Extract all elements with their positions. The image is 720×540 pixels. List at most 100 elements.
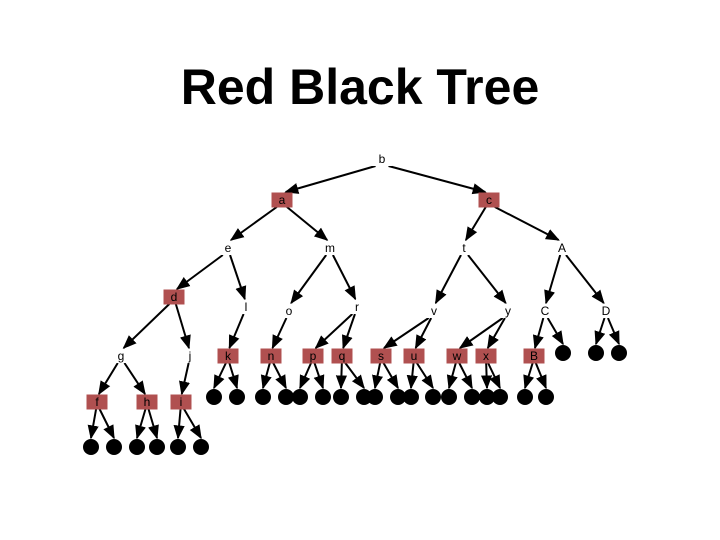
tree-edge-C-B xyxy=(532,317,545,350)
nil-leaf xyxy=(464,389,480,405)
node-label: o xyxy=(286,304,293,318)
tree-node-e: e xyxy=(218,241,238,255)
red-node-box xyxy=(170,394,192,410)
tree-edge-v-u xyxy=(414,317,433,350)
node-label: s xyxy=(378,349,384,363)
tree-node-q: q xyxy=(331,348,353,364)
nil-leaf xyxy=(588,345,604,361)
red-node-box xyxy=(331,348,353,364)
nil-edge-w-1 xyxy=(458,362,473,390)
nil-edge-s-0 xyxy=(372,362,384,390)
nil-leaf xyxy=(278,389,294,405)
nil-leaf xyxy=(441,389,457,405)
black-node-box xyxy=(596,304,616,318)
tree-edge-v-s xyxy=(382,317,430,349)
tree-node-a: a xyxy=(271,192,293,208)
tree-node-j: j xyxy=(180,349,200,363)
black-node-box xyxy=(372,152,392,166)
nil-edge-s-1 xyxy=(382,362,399,390)
nil-edge-q-1 xyxy=(344,362,365,390)
nil-edge-n-1 xyxy=(272,362,287,390)
tree-node-k: k xyxy=(217,348,239,364)
red-node-box xyxy=(260,348,282,364)
tree-edge-j-i xyxy=(179,362,190,396)
tree-edge-r-p xyxy=(314,313,354,349)
nil-leaf xyxy=(555,345,571,361)
tree-edge-b-c xyxy=(388,165,487,195)
nil-leaf xyxy=(255,389,271,405)
node-label: g xyxy=(118,349,125,363)
tree-edge-l-k xyxy=(228,313,245,350)
node-label: h xyxy=(144,395,151,409)
black-node-box xyxy=(111,349,131,363)
tree-node-b: b xyxy=(372,152,392,166)
tree-edge-m-r xyxy=(332,254,357,301)
tree-node-g: g xyxy=(111,349,131,363)
nil-leaf xyxy=(492,389,508,405)
tree-node-m: m xyxy=(320,241,340,255)
nil-leaf xyxy=(292,389,308,405)
node-label: m xyxy=(325,241,335,255)
nil-edge-D-1 xyxy=(607,317,620,346)
nil-leaf xyxy=(356,389,372,405)
tree-node-h: h xyxy=(136,394,158,410)
black-node-box xyxy=(236,300,256,314)
nil-leaf xyxy=(333,389,349,405)
tree-edge-c-A xyxy=(494,206,560,241)
nil-edge-x-0 xyxy=(480,362,493,390)
nil-leaf xyxy=(479,389,495,405)
node-label: q xyxy=(339,349,346,363)
nil-edge-x-1 xyxy=(487,362,501,390)
tree-edge-g-h xyxy=(123,362,146,396)
black-node-box xyxy=(180,349,200,363)
tree-node-x: x xyxy=(475,348,497,364)
nil-edge-p-0 xyxy=(299,362,312,390)
nil-edge-w-0 xyxy=(446,362,458,390)
tree-edge-b-a xyxy=(284,165,376,194)
node-label: e xyxy=(225,241,232,255)
node-label: k xyxy=(225,349,232,363)
nil-leaf xyxy=(367,389,383,405)
red-node-box xyxy=(86,394,108,410)
black-node-box xyxy=(279,304,299,318)
tree-edge-c-t xyxy=(464,206,487,242)
red-node-box xyxy=(217,348,239,364)
tree-edge-d-j xyxy=(174,303,191,350)
tree-node-u: u xyxy=(403,348,425,364)
nil-edge-h-1 xyxy=(147,408,159,440)
tree-node-n: n xyxy=(260,348,282,364)
red-node-box xyxy=(271,192,293,208)
node-label: v xyxy=(431,304,437,318)
nil-leaf xyxy=(517,389,533,405)
nil-edge-h-0 xyxy=(135,408,147,440)
red-node-box xyxy=(302,348,324,364)
nil-edge-p-1 xyxy=(313,362,325,390)
black-node-box xyxy=(347,300,367,314)
tree-edge-A-D xyxy=(565,254,605,305)
node-label: i xyxy=(180,395,183,409)
tree-node-d: d xyxy=(163,289,185,305)
tree-node-f: f xyxy=(86,394,108,410)
nil-leaf xyxy=(170,439,186,455)
tree-node-i: i xyxy=(170,394,192,410)
red-node-box xyxy=(136,394,158,410)
tree-node-o: o xyxy=(279,304,299,318)
node-label: r xyxy=(355,300,359,314)
black-node-box xyxy=(320,241,340,255)
tree-node-v: v xyxy=(424,304,444,318)
nil-edge-i-1 xyxy=(183,408,202,440)
red-node-box xyxy=(370,348,392,364)
nil-edge-D-0 xyxy=(594,317,606,346)
edges xyxy=(87,165,620,440)
nil-edge-f-1 xyxy=(98,408,115,440)
nil-leaf xyxy=(315,389,331,405)
black-node-box xyxy=(454,241,474,255)
red-node-box xyxy=(163,289,185,305)
nil-edge-i-0 xyxy=(173,408,185,440)
nil-leaf xyxy=(149,439,165,455)
node-label: d xyxy=(171,290,178,304)
nil-edge-k-1 xyxy=(227,362,239,390)
red-node-box xyxy=(403,348,425,364)
nil-leaf xyxy=(425,389,441,405)
node-label: a xyxy=(279,193,286,207)
